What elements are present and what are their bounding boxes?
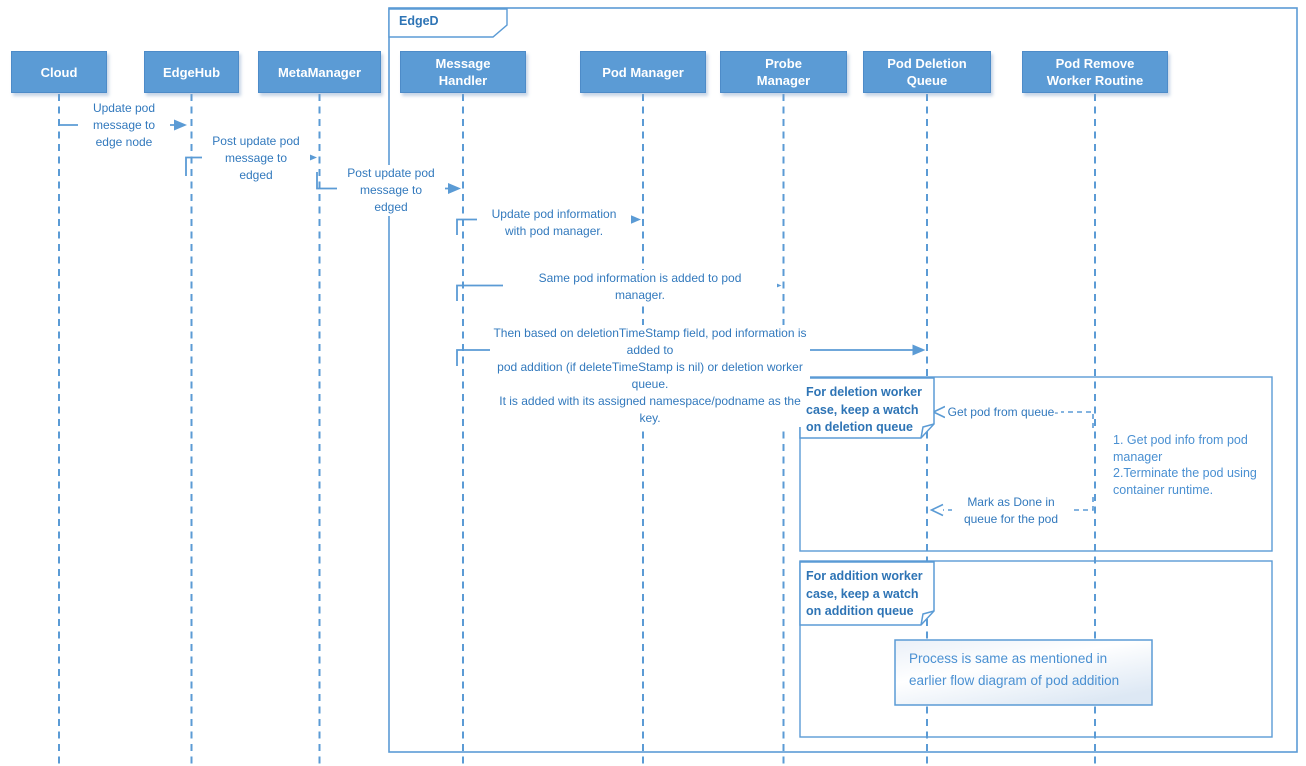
note-deletion-worker: For deletion worker case, keep a watch o… (806, 385, 922, 434)
actor-label: Message Handler (435, 56, 491, 88)
arrowhead-icon (628, 214, 641, 225)
deletion-worker-fragment (799, 376, 1273, 552)
open-arrowhead-icon (929, 503, 944, 517)
deletion-note-shape (799, 377, 935, 439)
edged-frame-tab (388, 8, 508, 38)
note-process-same: Process is same as mentioned in earlier … (909, 651, 1120, 688)
message-label-mark-as-done: Mark as Done in queue for the pod (952, 494, 1070, 527)
actor-message-handler: Message Handler (400, 51, 526, 93)
actor-label: Pod Manager (602, 64, 684, 80)
message-label-deletion-timestamp: Then based on deletionTimeStamp field, p… (490, 325, 810, 427)
arrowhead-icon (174, 119, 187, 131)
addition-note-shape (799, 561, 935, 626)
actor-pod-deletion-queue: Pod Deletion Queue (863, 51, 991, 93)
edged-frame (388, 7, 1298, 753)
arrowhead-icon (448, 183, 461, 194)
actor-label: MetaManager (277, 64, 362, 80)
actor-label: EdgeHub (162, 64, 221, 80)
note-fold-icon (920, 610, 935, 626)
actor-label: Pod Deletion Queue (887, 56, 967, 88)
addition-worker-fragment (799, 560, 1273, 738)
note-addition-worker: For addition worker case, keep a watch o… (806, 569, 923, 618)
actor-label: Probe Manager (756, 56, 811, 88)
edged-frame-border (388, 7, 1298, 753)
actor-pod-manager: Pod Manager (580, 51, 706, 93)
message-label-post-update-metamanager: Post update pod message to edged (337, 165, 445, 216)
note-fold-icon (920, 423, 935, 439)
open-arrowhead-icon (931, 405, 946, 419)
note-shapes (799, 377, 935, 626)
message-label-update-pod-message: Update pod message to edge node (78, 100, 170, 151)
frame-label: EdgeD (399, 14, 439, 28)
message-label-get-pod-from-queue: Get pod from queue- (945, 405, 1061, 420)
actor-edgehub: EdgeHub (144, 51, 239, 93)
actor-probe-manager: Probe Manager (720, 51, 847, 93)
actor-label: Pod Remove Worker Routine (1046, 56, 1144, 88)
note-worker-steps: 1. Get pod info from pod manager 2.Termi… (1113, 433, 1257, 497)
message-label-update-pod-info: Update pod information with pod manager. (477, 206, 631, 239)
message-label-same-pod-info: Same pod information is added to pod man… (503, 270, 777, 303)
actor-label: Cloud (40, 64, 78, 80)
actor-metamanager: MetaManager (258, 51, 381, 93)
message-label-post-update-edgehub: Post update pod message to edged (202, 133, 310, 184)
actor-cloud: Cloud (11, 51, 107, 93)
actor-pod-remove-worker: Pod Remove Worker Routine (1022, 51, 1168, 93)
process-note-box (894, 639, 1153, 706)
arrowhead-icon (912, 344, 926, 356)
